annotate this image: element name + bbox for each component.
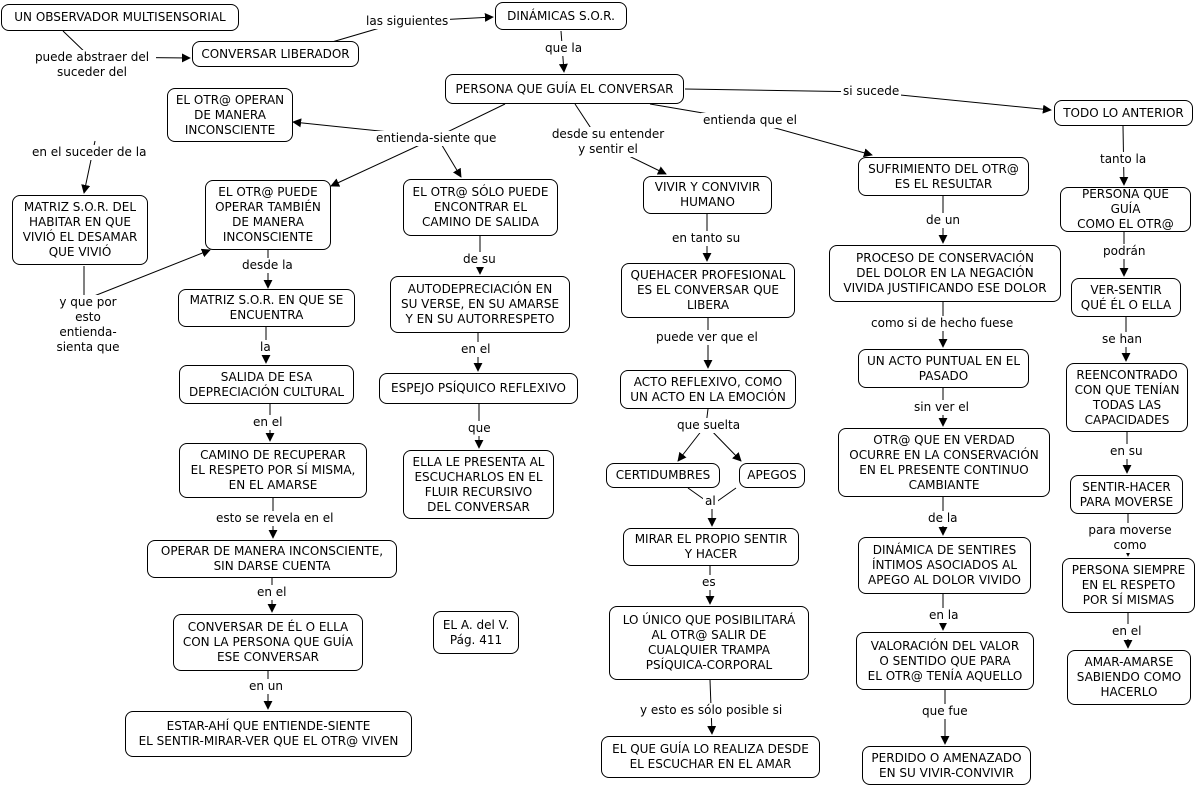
node-persona-guia: PERSONA QUE GUÍA EL CONVERSAR xyxy=(445,74,684,104)
label-que-la: que la xyxy=(543,41,585,56)
node-persona-siempre: PERSONA SIEMPRE EN EL RESPETO POR SÍ MIS… xyxy=(1062,558,1195,613)
node-ref: EL A. del V. Pág. 411 xyxy=(433,611,519,654)
label-en-el-3: en el xyxy=(255,585,289,600)
label-es: es xyxy=(700,575,718,590)
node-estar-ahi: ESTAR-AHÍ QUE ENTIENDE-SIENTE EL SENTIR-… xyxy=(125,711,412,757)
label-se-han: se han xyxy=(1100,332,1145,347)
node-camino: CAMINO DE RECUPERAR EL RESPETO POR SÍ MI… xyxy=(179,443,367,498)
node-conversar-el: CONVERSAR DE ÉL O ELLA CON LA PERSONA QU… xyxy=(173,614,363,671)
node-conversar-liberador: CONVERSAR LIBERADOR xyxy=(192,41,359,67)
node-salida: SALIDA DE ESA DEPRECIACIÓN CULTURAL xyxy=(179,365,354,404)
node-matriz-encuentra: MATRIZ S.O.R. EN QUE SE ENCUENTRA xyxy=(178,289,355,327)
node-sentir-hacer: SENTIR-HACER PARA MOVERSE xyxy=(1070,475,1183,514)
node-el-que-guia: EL QUE GUÍA LO REALIZA DESDE EL ESCUCHAR… xyxy=(601,736,820,778)
node-otro-verdad: OTR@ QUE EN VERDAD OCURRE EN LA CONSERVA… xyxy=(838,428,1050,497)
label-en-su: en su xyxy=(1108,444,1145,459)
node-solo-puede: EL OTR@ SÓLO PUEDE ENCONTRAR EL CAMINO D… xyxy=(403,179,558,236)
node-amar-amarse: AMAR-AMARSE SABIENDO COMO HACERLO xyxy=(1067,650,1191,705)
label-desde-la: desde la xyxy=(240,258,295,273)
node-espejo: ESPEJO PSÍQUICO REFLEXIVO xyxy=(379,373,578,404)
label-puede-ver: puede ver que el xyxy=(654,330,760,345)
label-en-el-2: en el xyxy=(251,415,285,430)
node-lo-unico: LO ÚNICO QUE POSIBILITARÁ AL OTR@ SALIR … xyxy=(609,606,809,680)
node-operar-inconsciente: OPERAR DE MANERA INCONSCIENTE, SIN DARSE… xyxy=(147,540,397,578)
node-otro-opera-inconsciente: EL OTR@ OPERAN DE MANERA INCONSCIENTE xyxy=(167,88,293,142)
node-ver-sentir: VER-SENTIR QUÉ ÉL O ELLA xyxy=(1071,278,1181,317)
node-quehacer: QUEHACER PROFESIONAL ES EL CONVERSAR QUE… xyxy=(621,263,795,318)
node-valoracion: VALORACIÓN DEL VALOR O SENTIDO QUE PARA … xyxy=(856,632,1034,690)
node-puede-operar: EL OTR@ PUEDE OPERAR TAMBIÉN DE MANERA I… xyxy=(205,180,331,250)
label-sin-ver-el: sin ver el xyxy=(912,400,971,415)
label-la: la xyxy=(258,340,273,355)
label-podran: podrán xyxy=(1101,244,1148,259)
node-reencontrado: REENCONTRADO CON QUE TENÍAN TODAS LAS CA… xyxy=(1066,363,1188,432)
label-esto-se-revela: esto se revela en el xyxy=(214,511,336,526)
label-al: al xyxy=(703,494,718,509)
node-ella-presenta: ELLA LE PRESENTA AL ESCUCHARLOS EN EL FL… xyxy=(403,450,554,519)
label-entienda-siente-que: entienda-siente que xyxy=(374,131,499,146)
label-que-fue: que fue xyxy=(920,704,970,719)
node-observador: UN OBSERVADOR MULTISENSORIAL xyxy=(1,4,239,31)
label-las-siguientes: las siguientes xyxy=(364,14,451,29)
node-acto-puntual: UN ACTO PUNTUAL EN EL PASADO xyxy=(858,349,1029,388)
node-dinamicas: DINÁMICAS S.O.R. xyxy=(495,2,627,30)
node-vivir-convivir: VIVIR Y CONVIVIR HUMANO xyxy=(643,176,772,214)
label-de-un: de un xyxy=(924,213,963,228)
label-como-si: como si de hecho fuese xyxy=(869,316,1016,331)
label-de-la: de la xyxy=(926,511,960,526)
label-en-la: en la xyxy=(927,608,961,623)
node-proceso: PROCESO DE CONSERVACIÓN DEL DOLOR EN LA … xyxy=(829,245,1061,302)
label-que-suelta: que suelta xyxy=(675,418,743,433)
label-en-tanto-su: en tanto su xyxy=(670,231,743,246)
label-puede-abstraer: puede abstraer del suceder del xyxy=(28,50,156,80)
label-de-su: de su xyxy=(461,252,498,267)
label-y-esto: y esto es sólo posible si xyxy=(638,703,785,718)
label-desde-su-entender: desde su entender y sentir el xyxy=(548,127,668,157)
label-tanto-la: tanto la xyxy=(1098,152,1149,167)
node-autodepreciacion: AUTODEPRECIACIÓN EN SU VERSE, EN SU AMAR… xyxy=(390,276,570,333)
label-en-el-4: en el xyxy=(1110,624,1144,639)
node-acto-reflexivo: ACTO REFLEXIVO, COMO UN ACTO EN LA EMOCI… xyxy=(620,370,796,409)
node-persona-guia-otro: PERSONA QUE GUÍA COMO EL OTR@ xyxy=(1060,187,1191,232)
node-perdido: PERDIDO O AMENAZADO EN SU VIVIR-CONVIVIR xyxy=(862,746,1031,785)
label-para-moverse: para moverse como xyxy=(1083,523,1177,553)
label-que: que xyxy=(466,421,493,436)
node-apegos: APEGOS xyxy=(739,463,805,488)
node-certidumbres: CERTIDUMBRES xyxy=(606,463,720,488)
node-mirar: MIRAR EL PROPIO SENTIR Y HACER xyxy=(623,528,799,566)
node-dinamica-sentires: DINÁMICA DE SENTIRES ÍNTIMOS ASOCIADOS A… xyxy=(858,537,1031,594)
edge-entienda-que-el xyxy=(649,103,873,158)
label-en-el-1: en el xyxy=(459,342,493,357)
label-y-que-por: y que por esto entienda- sienta que xyxy=(50,295,126,355)
label-en-un: en un xyxy=(247,679,286,694)
node-matriz-habitar: MATRIZ S.O.R. DEL HABITAR EN QUE VIVIÓ E… xyxy=(12,195,148,265)
node-sufrimiento: SUFRIMIENTO DEL OTR@ ES EL RESULTAR xyxy=(858,157,1029,196)
label-si-sucede: si sucede xyxy=(841,84,902,99)
label-entienda-que-el: entienda que el xyxy=(701,113,799,128)
label-en-el-suceder: en el suceder de la xyxy=(30,145,149,160)
node-todo-anterior: TODO LO ANTERIOR xyxy=(1054,100,1193,126)
